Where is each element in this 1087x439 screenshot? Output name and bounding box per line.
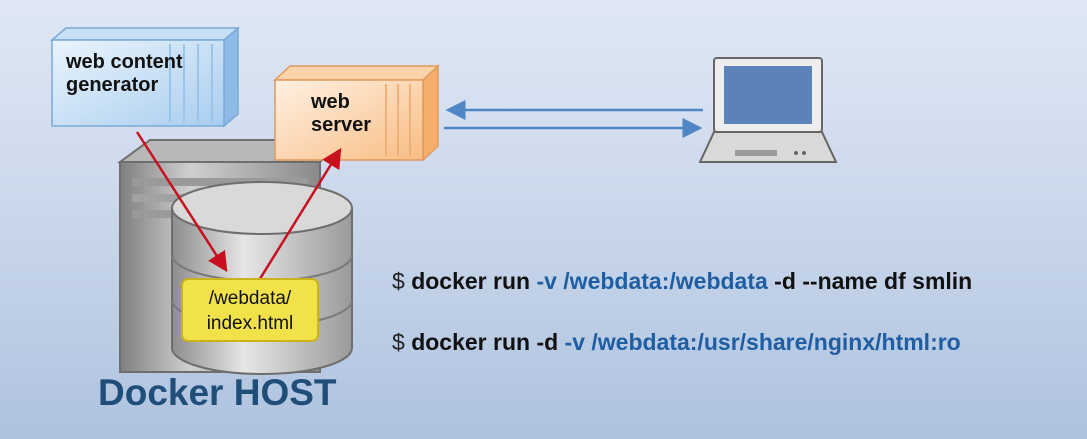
command-2-part-2: -v /webdata:/usr/share/nginx/html:ro	[564, 329, 961, 355]
web-content-generator-container-icon	[49, 26, 241, 128]
file-path-line1: /webdata/	[208, 288, 292, 309]
command-1-prompt: $	[392, 268, 405, 294]
laptop-icon	[698, 57, 838, 163]
command-1-part-2: -v /webdata:/webdata	[536, 268, 768, 294]
generator-label-line2: generator	[66, 74, 159, 96]
volume-to-webserver-arrow	[256, 147, 342, 283]
generator-to-volume-arrow	[135, 131, 228, 273]
web-server-label-line2: server	[311, 114, 372, 136]
command-2-prompt: $	[392, 329, 405, 355]
index-html-file-box: /webdata/ index.html	[181, 278, 319, 342]
command-2-part-1: docker run -d	[411, 329, 559, 355]
command-line-1: $ docker run -v /webdata:/webdata -d --n…	[392, 268, 972, 295]
web-server-label-line1: web	[311, 91, 350, 113]
docker-host-label: Docker HOST	[98, 372, 337, 413]
web-server-label: web server	[311, 91, 371, 137]
generator-label-line1: web content	[66, 51, 183, 73]
web-content-generator-label: web content generator	[66, 51, 183, 97]
file-path-line2: index.html	[206, 313, 294, 334]
command-1-part-3: -d --name df smlin	[774, 268, 973, 294]
web-server-container-icon	[273, 64, 440, 162]
command-line-2: $ docker run -d -v /webdata:/usr/share/n…	[392, 329, 961, 356]
command-1-part-1: docker run	[411, 268, 531, 294]
